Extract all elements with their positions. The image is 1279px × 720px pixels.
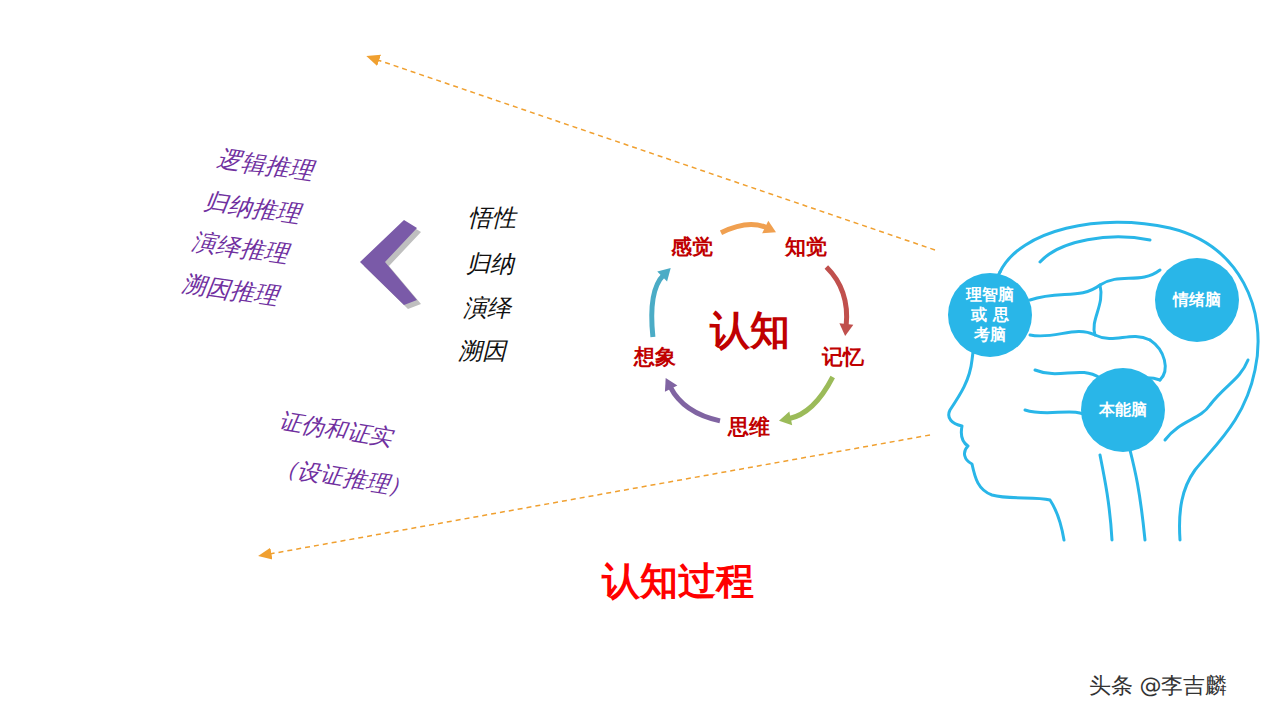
reasoning-note: 溯因推理 [180,269,279,311]
arrow-line [652,275,664,337]
node-text: 记忆 [822,343,864,371]
cycle-stage: 思维 [724,411,774,443]
reasoning-note: 演绎推理 [190,227,289,269]
faculty-note: 悟性 [468,204,516,233]
node-text: 想象 [634,343,676,371]
faculty-note: 归纳 [466,250,514,279]
brain-region-circle: 本能脑 [1081,368,1165,452]
cycle-arrow [665,378,720,421]
cycle-arrow [826,267,853,336]
center-label: 认知 [710,306,790,354]
arrow-head [779,411,792,425]
reasoning-note: 逻辑推理 [215,144,314,186]
arrow-head [762,221,776,234]
watermark: 头条 @李吉麟 [1089,673,1228,699]
cycle-arrow [779,377,833,425]
node-text: 本能脑 [1098,400,1148,420]
node-text: 情绪脑 [1172,290,1222,310]
reasoning-note: 归纳推理 [202,187,301,229]
dashed-pointer [372,58,935,250]
cycle-arrow [721,221,776,234]
arrow-line [670,387,720,421]
arrow-line [826,267,846,326]
cycle-arrow [652,268,671,337]
chevron-bracket [360,220,417,305]
arrow-head [657,268,670,281]
arrow-head [839,323,853,336]
faculty-note: 溯因 [458,337,506,366]
arrow-line [789,377,833,419]
verification-note: （设证推理） [273,454,414,503]
cycle-stage: 知觉 [781,231,831,263]
node-text: 感觉 [671,233,713,261]
cycle-stage: 记忆 [818,341,868,373]
node-text: 思维 [728,413,770,441]
head-outline [949,222,1258,540]
arrow-line [721,224,767,232]
verification-note: 证伪和证实 [276,407,394,452]
cycle-stage: 感觉 [667,231,717,263]
node-text: 理智脑 或 思考脑 [965,285,1015,345]
dashed-pointer [264,435,930,555]
brain-region-circle: 理智脑 或 思考脑 [948,273,1032,357]
cycle-stage: 想象 [630,341,680,373]
faculty-note: 演绎 [463,294,511,323]
diagram-title: 认知过程 [602,559,754,605]
node-text: 知觉 [785,233,827,261]
brain-region-circle: 情绪脑 [1155,258,1239,342]
arrow-head [665,378,677,392]
